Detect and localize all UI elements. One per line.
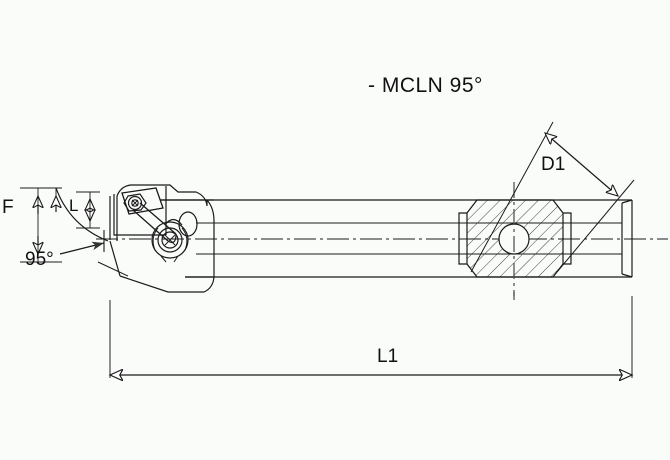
clamp-screw-boss: [151, 221, 189, 263]
insert-screw: [123, 193, 147, 212]
clamp-lever: [132, 202, 177, 244]
dimension-label-l: L: [69, 196, 79, 215]
f-leader-curve: [55, 187, 109, 242]
tool-head-outline: [109, 184, 215, 293]
dimension-label-l1: L1: [377, 346, 399, 367]
dimension-L: [76, 191, 100, 229]
dimension-L1: [110, 296, 632, 378]
dimension-label-d1: D1: [541, 154, 566, 175]
cutting-insert: [121, 187, 164, 215]
head-side-hole: [178, 211, 198, 237]
drawing-title: - MCLN 95°: [368, 74, 483, 97]
tool-body-group: [20, 121, 668, 378]
lead-angle-leader: [59, 230, 129, 277]
dimension-F: [20, 187, 62, 263]
lead-angle-label: 95°: [25, 249, 54, 270]
section-cut-region: [458, 182, 572, 296]
head-top-boss: [164, 218, 183, 226]
dimension-label-f: F: [2, 197, 14, 218]
dimension-D1: [470, 121, 635, 273]
